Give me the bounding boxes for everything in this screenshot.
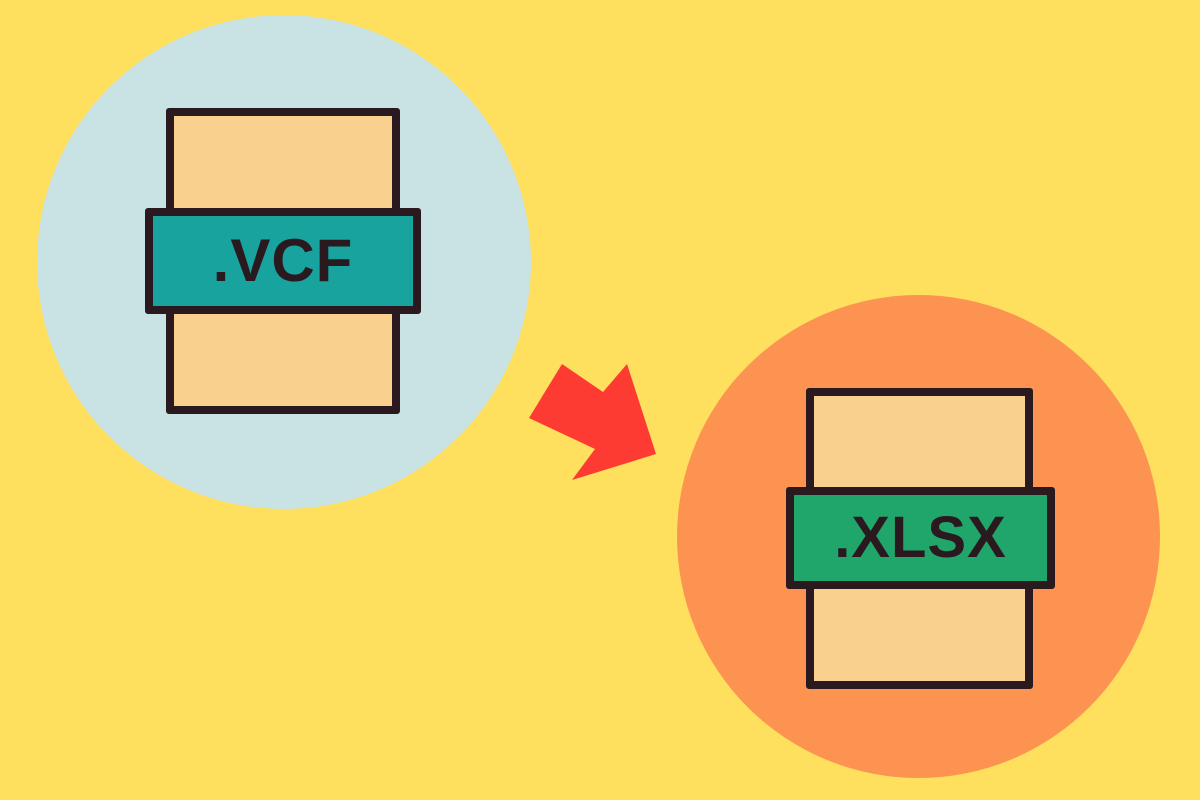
conversion-arrow-shape: [529, 364, 656, 480]
vcf-extension-band: .VCF: [145, 208, 421, 314]
xlsx-extension-label: .XLSX: [834, 505, 1007, 570]
xlsx-extension-band: .XLSX: [786, 487, 1055, 589]
vcf-extension-label: .VCF: [212, 227, 354, 294]
